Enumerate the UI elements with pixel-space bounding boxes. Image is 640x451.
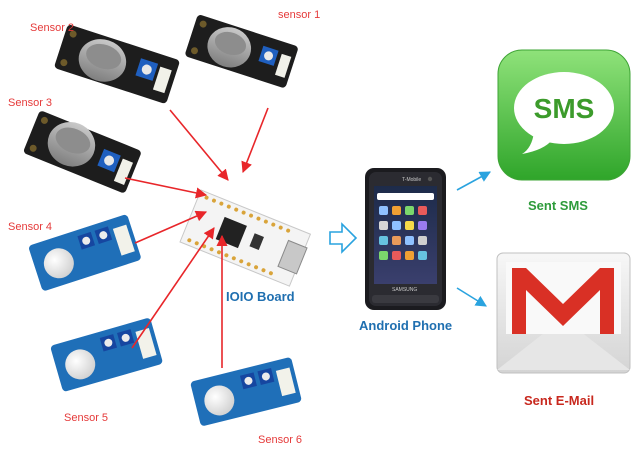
phone-to-email-arrow [456,287,487,307]
gmail-icon [496,252,631,374]
sms-icon-text: SMS [534,93,595,124]
arrow-sensor-3 [124,177,208,199]
label-ioio-board: IOIO Board [226,289,295,304]
sensor-arrows [124,107,269,368]
phone-carrier-text: T-Mobile [402,177,421,183]
label-sensor-2: Sensor 2 [30,22,74,34]
arrow-sensor-4 [134,210,208,244]
phone-brand-text: SAMSUNG [392,287,417,293]
label-sensor-5: Sensor 5 [64,412,108,424]
ioio-board [179,189,312,287]
sensor-4-module [29,214,141,291]
board-to-phone-arrow [329,222,358,254]
sensor-3-module [23,111,141,193]
sensor-2-module [54,25,180,104]
label-sensor-1: sensor 1 [278,9,320,21]
sensor-6-module [190,357,302,426]
label-sent-email: Sent E-Mail [524,393,594,408]
arrow-sensor-1 [241,107,269,174]
label-sensor-4: Sensor 4 [8,221,52,233]
label-sent-sms: Sent SMS [528,198,588,213]
arrow-sensor-5 [131,227,215,349]
phone-to-sms-arrow [456,171,491,191]
sensor-1-module [185,15,298,88]
sms-app-icon: SMS [497,49,631,181]
android-phone: T-Mobile SAMSUNG [365,168,446,310]
label-sensor-6: Sensor 6 [258,434,302,446]
label-android-phone: Android Phone [359,318,452,333]
arrow-sensor-2 [169,109,229,181]
label-sensor-3: Sensor 3 [8,97,52,109]
